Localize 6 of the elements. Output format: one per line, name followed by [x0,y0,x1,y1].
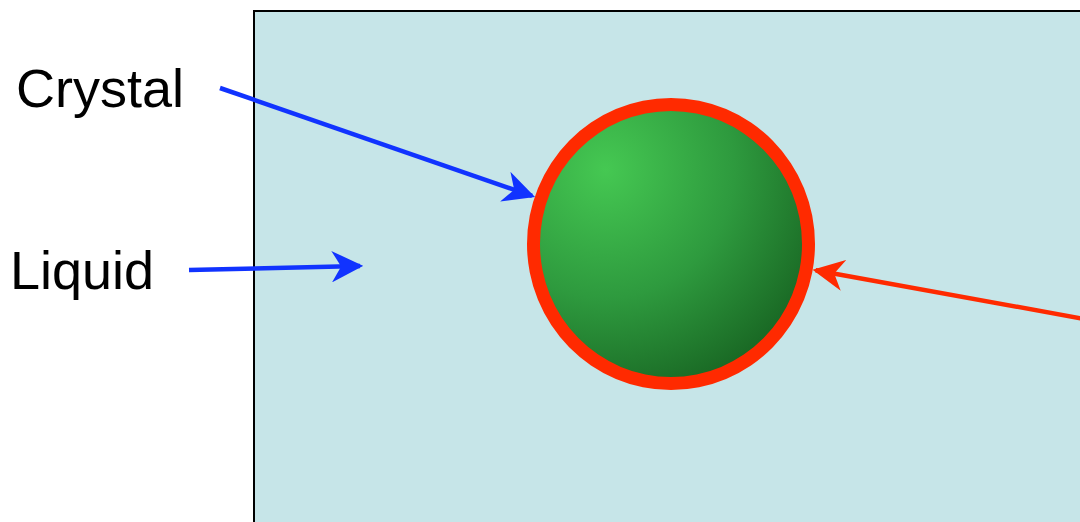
callout-label: Crystal [16,58,216,118]
leader-line [812,259,1080,323]
callout-label: Liquid [10,240,185,300]
leader-line [188,250,364,283]
liquid-region [253,10,1080,522]
leader-line [219,85,536,202]
